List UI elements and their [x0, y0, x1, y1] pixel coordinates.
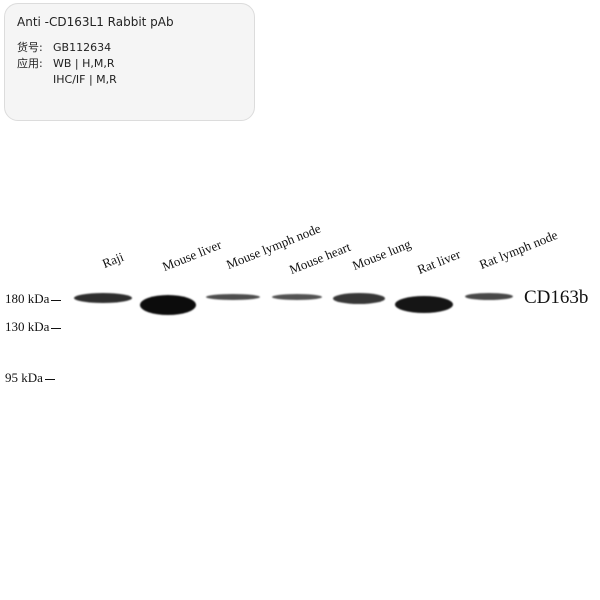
application-ihc: IHC/IF | M,R — [53, 73, 117, 86]
product-title: Anti -CD163L1 Rabbit pAb — [17, 15, 174, 29]
application-wb: WB | H,M,R — [53, 57, 115, 70]
band-rat-liver — [395, 296, 453, 313]
application-row: 应用: WB | H,M,R — [17, 56, 242, 72]
target-protein-label: CD163b — [524, 287, 589, 308]
application-row-2: IHC/IF | M,R — [17, 72, 242, 88]
catalog-number: GB112634 — [53, 41, 112, 54]
marker-180: 180 kDa — [5, 292, 62, 306]
lane-label-rat-liver: Rat liver — [415, 246, 463, 278]
band-mouse-heart — [272, 294, 322, 300]
lane-label-rat-lymph-node: Rat lymph node — [477, 227, 560, 273]
application-label: 应用: — [17, 57, 43, 70]
band-mouse-lymph-node — [206, 294, 260, 300]
lane-label-mouse-lung: Mouse lung — [350, 236, 413, 274]
band-rat-lymph-node — [465, 293, 513, 300]
lane-label-mouse-liver: Mouse liver — [160, 236, 224, 275]
band-mouse-lung — [333, 293, 385, 304]
band-raji — [74, 293, 132, 303]
marker-95: 95 kDa — [5, 371, 55, 385]
marker-130: 130 kDa — [5, 320, 62, 334]
band-mouse-liver — [140, 295, 196, 315]
product-info-card: Anti -CD163L1 Rabbit pAb 货号: GB112634 应用… — [4, 3, 255, 121]
lane-label-raji: Raji — [100, 249, 126, 272]
catalog-row: 货号: GB112634 — [17, 40, 242, 56]
catalog-label: 货号: — [17, 41, 43, 54]
